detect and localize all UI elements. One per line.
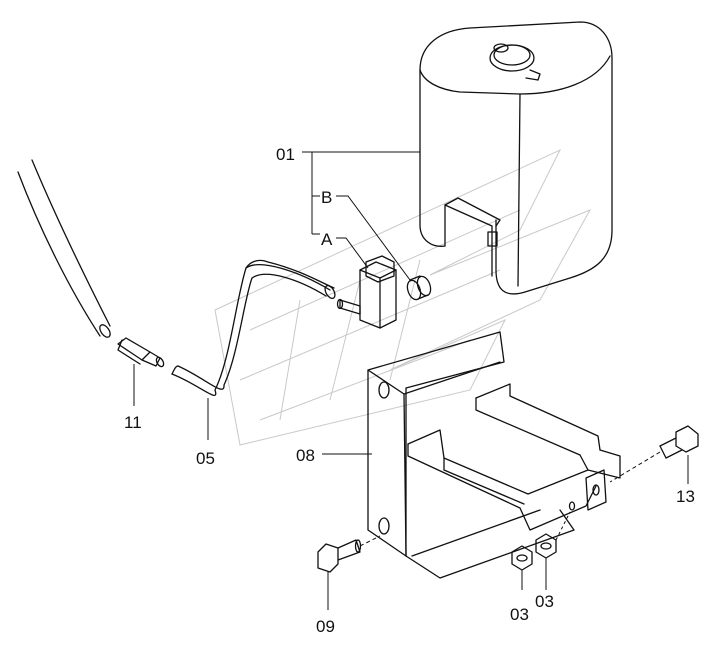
- pump-a: [336, 255, 397, 329]
- callout-05: 05: [196, 449, 215, 468]
- callout-11: 11: [124, 413, 142, 432]
- callout-13: 13: [676, 487, 695, 506]
- connector-11: [117, 337, 165, 406]
- washer-hose: [17, 159, 111, 338]
- leader-lines: [302, 151, 420, 281]
- callout-09: 09: [316, 617, 335, 636]
- bolt-09: [317, 535, 381, 610]
- watermark-logo: [214, 148, 592, 446]
- nut-03-a: [511, 545, 533, 590]
- callout-01: 01: [276, 145, 295, 164]
- bracket-08: [322, 331, 621, 579]
- callout-08: 08: [296, 446, 315, 465]
- nut-03-b: [535, 511, 571, 590]
- callout-03-a: 03: [510, 605, 529, 624]
- tube-05: [171, 259, 336, 440]
- grommet-b: [406, 275, 432, 301]
- washer-tank: [419, 21, 613, 295]
- callout-b: B: [321, 188, 332, 207]
- callout-a: A: [321, 230, 333, 249]
- bolt-13: [609, 425, 699, 484]
- callout-03-b: 03: [535, 592, 554, 611]
- callout-labels: 01 B A 11 05 08 13 09 03 03: [124, 145, 695, 636]
